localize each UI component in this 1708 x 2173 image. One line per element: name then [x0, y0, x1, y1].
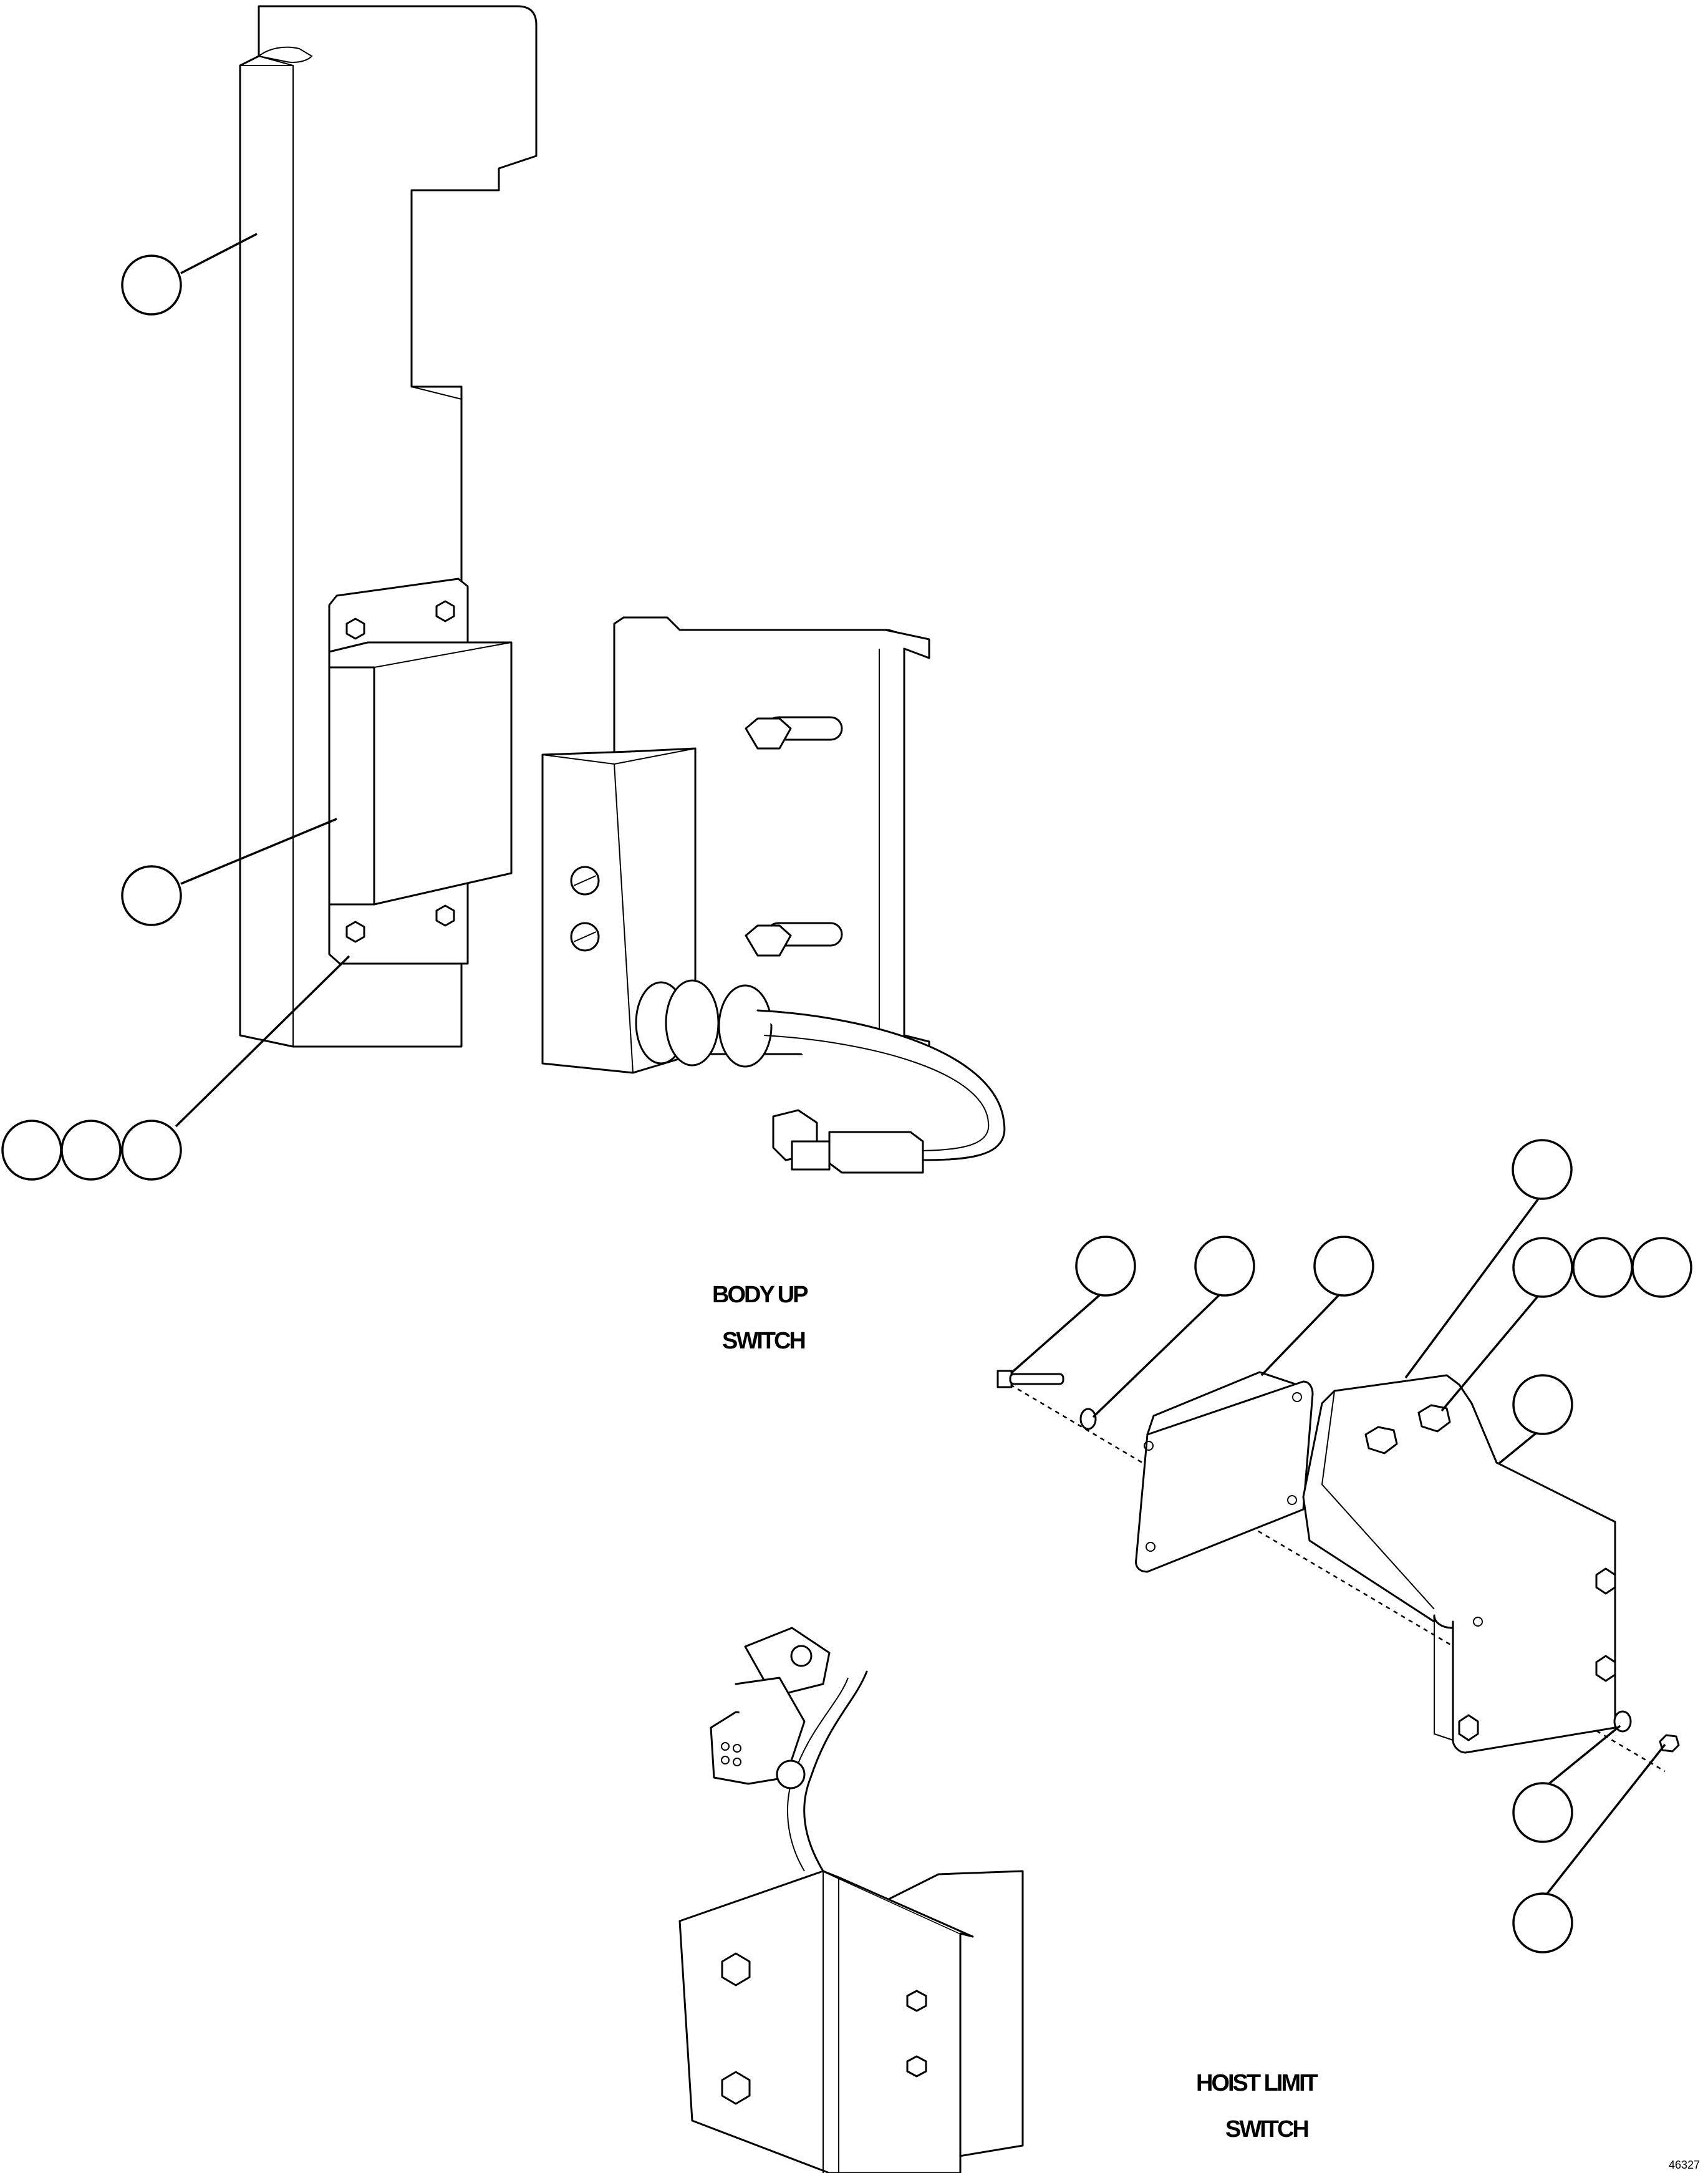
capscrew [996, 1370, 1064, 1388]
hex-bolt [721, 1952, 927, 2105]
mounting-panel [239, 5, 538, 1048]
leader-lines [175, 233, 1666, 1900]
switch-cable [635, 979, 1006, 1174]
callout-bubble [1631, 1237, 1692, 1298]
callout-bubble [1, 1120, 62, 1181]
body-up-switch-label-line1: BODY UP [712, 1282, 808, 1308]
callout-bubble [121, 865, 182, 926]
callout-bubbles [1, 254, 1692, 1953]
hoist-limit-switch-label-line2: SWITCH [1225, 2116, 1308, 2142]
cable-connector [772, 1109, 924, 1174]
callout-bubble [1572, 1237, 1633, 1298]
lockwasher-left [1079, 1408, 1097, 1430]
switch-mounting-plate [328, 578, 513, 965]
callout-bubble [121, 1120, 182, 1181]
hex-bolt [345, 600, 455, 943]
callout-bubble [1512, 1782, 1573, 1843]
callout-bubble [1512, 1374, 1573, 1435]
callout-bubble [1512, 1892, 1573, 1953]
switch-plate [1135, 1371, 1314, 1573]
hoist-limit-switch-label-line1: HOIST LIMIT [1196, 2070, 1318, 2096]
callout-bubble [1313, 1236, 1374, 1297]
z-bracket [1302, 1374, 1616, 1754]
hex-nut-right [1659, 1734, 1680, 1753]
callout-bubble [60, 1120, 122, 1181]
callout-bubble [1194, 1236, 1255, 1297]
slotted-bolt-upper [745, 716, 843, 750]
hoist-limit-switch [678, 1627, 1024, 2173]
hoist-switch-connector [710, 1627, 831, 1789]
drawing-number: 46327 [1669, 2159, 1700, 2171]
callout-bubble [1512, 1237, 1573, 1298]
callout-bubble [1075, 1236, 1136, 1297]
slotted-bolt-lower [745, 922, 843, 957]
callout-bubble [1512, 1139, 1573, 1200]
callout-bubble [121, 254, 182, 316]
hoist-bracket-exploded [996, 1370, 1680, 1773]
body-up-switch-label-line2: SWITCH [722, 1328, 804, 1354]
